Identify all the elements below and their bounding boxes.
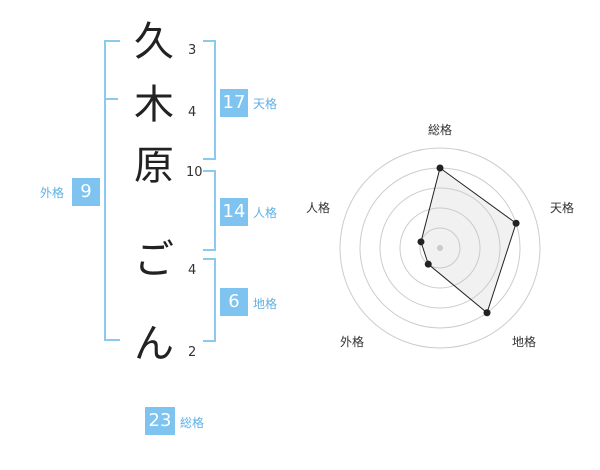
chikaku-value: 6: [220, 288, 248, 316]
radar-axis-label-jinkaku: 人格: [306, 201, 331, 215]
radar-center: [437, 245, 443, 251]
tenkaku-label: 天格: [253, 97, 278, 111]
gaikaku-value: 9: [72, 178, 100, 206]
jinkaku-value: 14: [220, 198, 248, 226]
name-char-2: 木: [134, 82, 174, 128]
tenkaku-value: 17: [220, 89, 248, 117]
stroke-count-4: 4: [188, 263, 197, 278]
soukaku-label: 総格: [180, 416, 205, 430]
radar-point-5: [417, 238, 425, 246]
radar-axis-label-soukaku: 総格: [428, 123, 453, 137]
radar-point-3: [483, 309, 491, 317]
tenkaku-bracket: [203, 40, 216, 160]
soukaku-value: 23: [145, 407, 175, 435]
radar-point-4: [424, 260, 432, 268]
chikaku-label: 地格: [253, 297, 278, 311]
radar-grid-ring: [379, 187, 501, 309]
radar-axis-label-chikaku: 地格: [512, 335, 537, 349]
radar-axis-label-gaikaku: 外格: [340, 335, 365, 349]
radar-axis-label-tenkaku: 天格: [550, 201, 575, 215]
stroke-count-2: 4: [188, 105, 197, 120]
name-char-5: ん: [134, 321, 174, 367]
radar-grid-ring: [339, 147, 541, 349]
radar-point-2: [512, 219, 520, 227]
chikaku-bracket: [203, 258, 216, 342]
gaikaku-bracket-tick: [104, 98, 118, 100]
gaikaku-bracket: [104, 40, 120, 341]
name-char-4: ご: [134, 237, 174, 283]
radar-area: [420, 167, 517, 314]
gaikaku-label: 外格: [40, 186, 65, 200]
stroke-count-5: 2: [188, 345, 197, 360]
jinkaku-bracket: [203, 170, 216, 251]
name-char-3: 原: [134, 143, 174, 189]
radar-point-1: [436, 164, 444, 172]
radar-grid-ring: [419, 227, 461, 269]
stroke-count-1: 3: [188, 43, 197, 58]
name-char-1: 久: [134, 19, 174, 65]
stroke-count-3: 10: [186, 165, 203, 180]
radar-grid-ring: [399, 207, 481, 289]
jinkaku-label: 人格: [253, 206, 278, 220]
